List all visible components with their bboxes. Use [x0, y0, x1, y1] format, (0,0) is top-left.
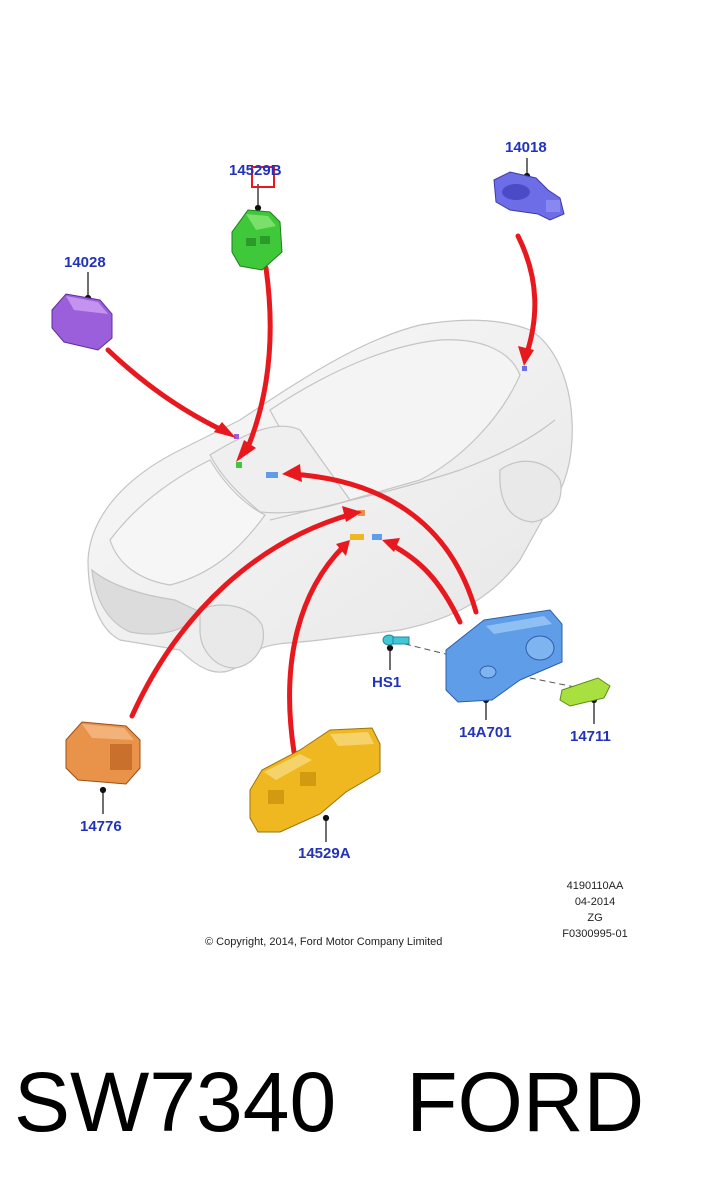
arrowheads	[214, 346, 534, 556]
marker-14028	[234, 434, 239, 439]
arrowhead-14529A	[336, 540, 350, 556]
arrowhead-14529B	[236, 440, 256, 462]
parts-diagram: 14529B 14018 14028 HS1 14A701 14711 1477…	[51, 139, 650, 948]
arrow-14028	[105, 347, 229, 435]
arrowhead-14776	[342, 506, 362, 522]
label-14028: 14028	[64, 254, 106, 271]
arrowhead-14A701-a	[282, 464, 302, 482]
arrow-14776	[129, 511, 355, 719]
label-14711: 14711	[570, 728, 611, 745]
reference-line-1: 4190110AA	[566, 880, 624, 892]
highlight-box	[251, 166, 275, 188]
marker-14A701-b	[372, 534, 382, 540]
reference-line-3: ZG	[587, 912, 603, 924]
location-markers	[234, 366, 527, 540]
copyright-notice: © Copyright, 2014, Ford Motor Company Li…	[205, 936, 443, 948]
marker-14018	[522, 366, 527, 371]
arrow-14A701-a	[289, 471, 479, 615]
marker-14529A	[350, 534, 364, 540]
arrow-14018	[515, 233, 538, 359]
marker-14529B	[236, 462, 242, 468]
arrowhead-14A701-b	[382, 538, 400, 552]
part-14A701-module	[445, 609, 563, 703]
label-14529B: 14529B	[229, 162, 282, 179]
arrows	[105, 233, 538, 755]
label-14776: 14776	[80, 818, 122, 835]
reference-line-2: 04-2014	[574, 896, 616, 908]
part-14028-switch	[51, 293, 113, 351]
diagram-canvas	[51, 158, 611, 842]
car-hood	[109, 459, 266, 586]
arrow-14529A	[287, 543, 347, 755]
label-14A701: 14A701	[459, 724, 512, 741]
part-14529B-switch	[231, 209, 283, 271]
arrow-14A701-b	[387, 541, 463, 625]
arrowhead-14028	[214, 422, 236, 438]
part-HS1-screw	[382, 634, 410, 646]
part-14776-switch	[65, 721, 141, 785]
arrowhead-14018	[518, 346, 534, 366]
car-side-line	[269, 419, 556, 521]
part-14529A-switch-pack	[249, 727, 381, 833]
caption: SW7340 FORD	[14, 1052, 704, 1152]
car-grille	[91, 568, 201, 635]
part-14711-cover	[559, 677, 611, 707]
car-front-wheel	[199, 604, 264, 669]
label-14018: 14018	[505, 139, 547, 156]
label-HS1: HS1	[372, 674, 402, 691]
label-14529A: 14529A	[298, 845, 351, 862]
arrow-14529B	[243, 265, 273, 455]
car-rear-wheel	[499, 460, 562, 523]
marker-14776	[358, 510, 365, 516]
caption-code: SW7340	[14, 1055, 337, 1149]
part-14018-sensor	[493, 171, 565, 221]
reference-block: 4190110AA 04-2014 ZG F0300995-01	[540, 878, 650, 942]
reference-line-4: F0300995-01	[562, 928, 628, 940]
marker-14A701	[266, 472, 278, 478]
caption-brand: FORD	[406, 1055, 645, 1149]
